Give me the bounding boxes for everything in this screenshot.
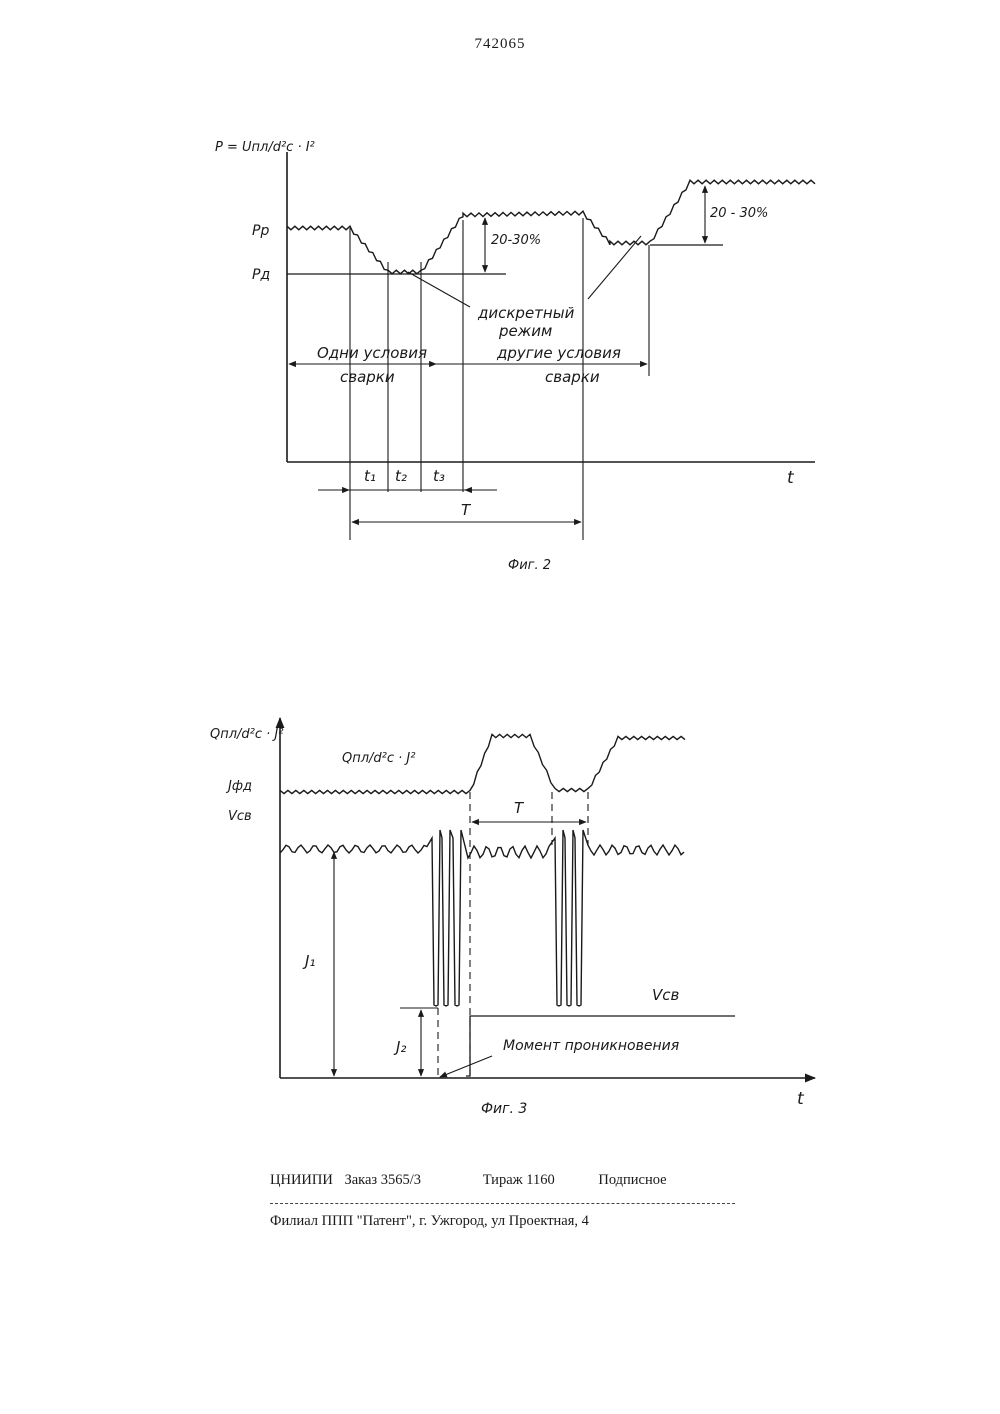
fig3-x-axis-label: t <box>797 1089 805 1109</box>
fig2-t1-label: t₁ <box>364 467 376 485</box>
fig3-vsv-right-label: Vсв <box>652 986 680 1004</box>
fig2-cond1-line1: Одни условия <box>317 344 427 362</box>
fig2-y-axis-label: P = Uпл/d²c · I² <box>215 140 315 155</box>
imprint-order: Заказ 3565/3 <box>344 1172 421 1189</box>
fig3-y-axis-label: Qпл/d²c · J² <box>210 727 283 742</box>
fig3-period-label: T <box>514 799 525 817</box>
figure-2-labels: P = Uпл/d²c · I² Pр Pд 20-30% 20 - 30% д… <box>215 140 795 573</box>
fig3-power-curve <box>280 734 685 793</box>
imprint-divider <box>270 1203 735 1204</box>
fig2-pct-left-label: 20-30% <box>491 233 541 248</box>
fig3-moment-leader <box>440 1056 492 1077</box>
fig2-discrete-line1: дискретный <box>477 304 575 322</box>
fig3-vsv-label: Vсв <box>228 809 252 824</box>
fig2-t3-label: t₃ <box>433 467 445 485</box>
fig3-j1-label: J₁ <box>302 952 315 970</box>
figure-3-labels: Qпл/d²c · J² Qпл/d²c · J² Jфд Vсв Vсв J₁… <box>210 727 805 1117</box>
fig2-level-p-label: Pр <box>252 223 269 239</box>
imprint-print-run: Тираж 1160 <box>483 1172 555 1189</box>
fig2-cond2-line2: сварки <box>545 368 600 386</box>
fig2-x-axis-label: t <box>787 468 795 488</box>
fig2-power-curve <box>287 180 815 274</box>
fig3-j2-label: J₂ <box>393 1038 406 1056</box>
imprint-subscription: Подписное <box>598 1172 666 1189</box>
fig2-period-label: T <box>461 501 472 519</box>
fig2-caption: Фиг. 2 <box>508 558 551 573</box>
fig2-leader-2 <box>588 236 641 299</box>
imprint-org: ЦНИИПИ <box>270 1172 333 1189</box>
imprint-branch: Филиал ППП "Патент", г. Ужгород, ул Прое… <box>270 1213 589 1230</box>
fig3-caption: Фиг. 3 <box>481 1101 527 1117</box>
fig2-cond2-line1: другие условия <box>496 344 621 362</box>
fig3-moment-label: Момент проникновения <box>503 1038 679 1054</box>
fig2-pct-right-label: 20 - 30% <box>710 206 768 221</box>
imprint-line-1: ЦНИИПИ Заказ 3565/3 Тираж 1160 Подписное <box>270 1172 667 1189</box>
fig2-t2-label: t₂ <box>395 467 407 485</box>
fig3-curve-label: Qпл/d²c · J² <box>342 751 415 766</box>
fig3-jfd-label: Jфд <box>225 779 252 794</box>
fig2-leader-1 <box>408 272 470 307</box>
fig3-current-curve <box>280 830 684 1006</box>
fig2-cond1-line2: сварки <box>340 368 395 386</box>
fig2-level-d-label: Pд <box>252 267 270 283</box>
fig2-discrete-line2: режим <box>498 322 552 340</box>
figure-3 <box>280 718 815 1078</box>
